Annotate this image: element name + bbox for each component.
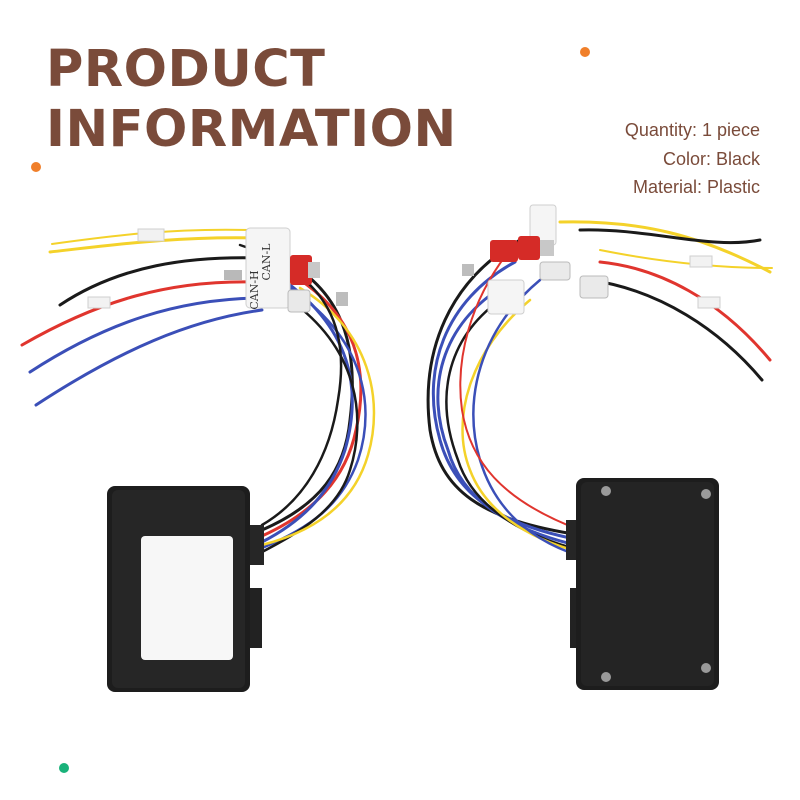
product-information-heading: PRODUCT INFORMATION [46,40,457,160]
right-module [566,478,719,690]
heading-line-2: INFORMATION [46,100,457,159]
decor-dot-orange-icon [580,47,590,57]
can-l-tag: CAN-L [260,243,273,281]
right-wire-tags [462,204,721,315]
screw-icon [601,486,611,496]
screw-icon [701,489,711,499]
spec-material: Material: Plastic [632,177,760,197]
spec-list: Quantity: 1 piece Color: Black Material:… [625,116,760,202]
left-wire-tags: CAN-L CAN-H [87,227,348,313]
decor-dot-green-icon [59,763,69,773]
decor-dot-orange-icon [31,162,41,172]
spec-quantity: Quantity: 1 piece [624,120,760,140]
left-module [107,486,264,692]
screw-icon [601,672,611,682]
screw-icon [701,663,711,673]
heading-line-1: PRODUCT [46,40,326,99]
can-h-tag: CAN-H [248,270,261,309]
spec-color: Color: Black [662,148,760,169]
right-wire-harness [426,220,773,558]
